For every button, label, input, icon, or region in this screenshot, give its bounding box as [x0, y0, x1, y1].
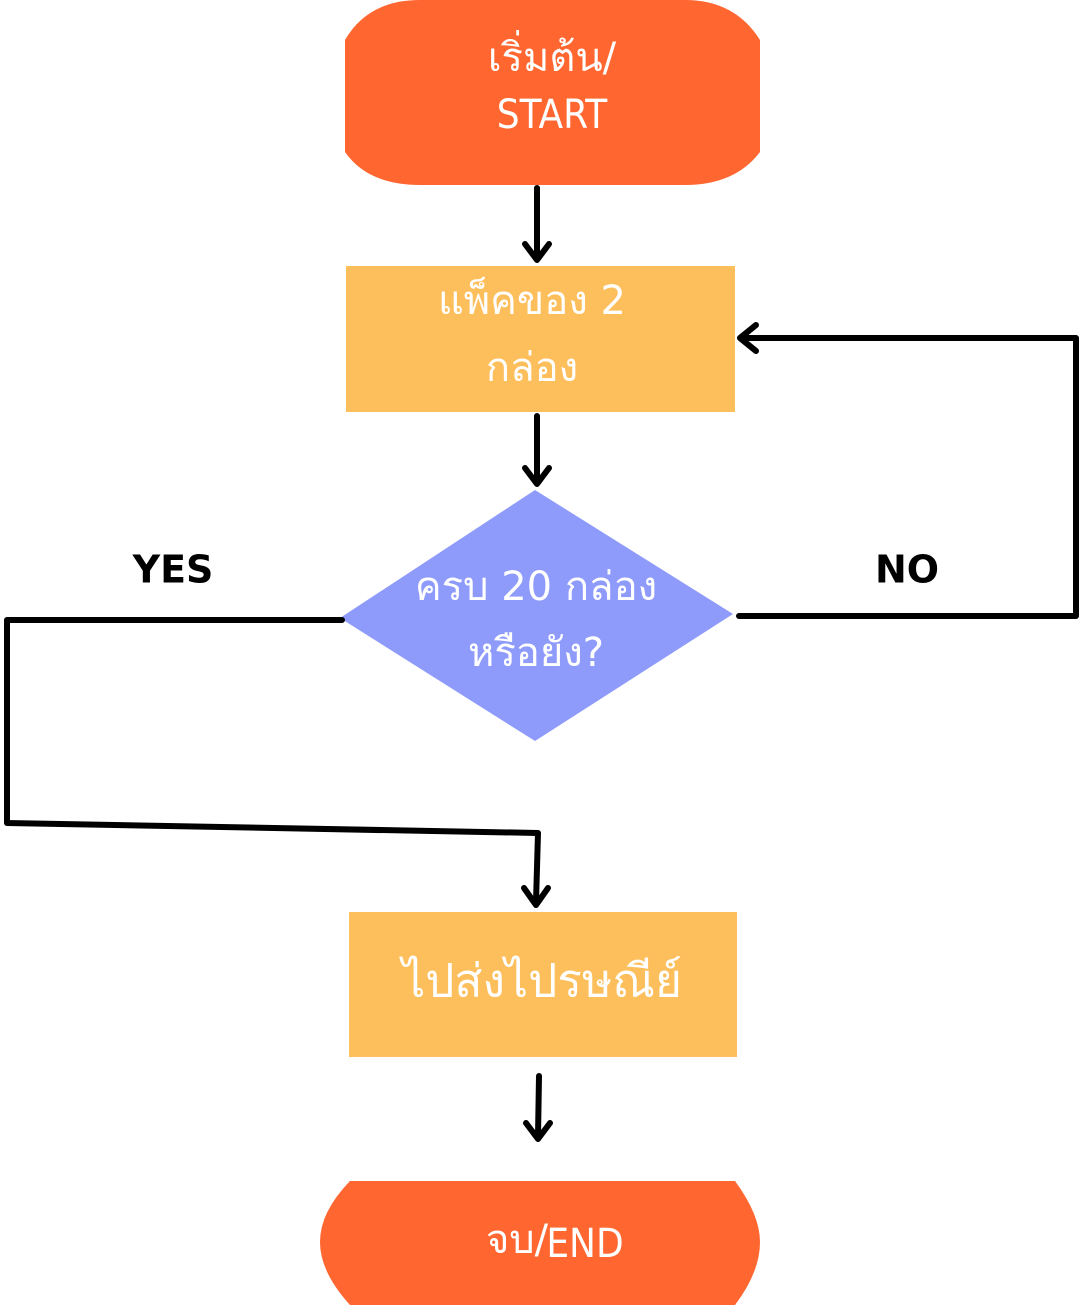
arrow-start-to-pack	[522, 185, 552, 263]
start-node-label-th: เริ่มต้น/	[488, 30, 617, 81]
pack-node-label-line2: กล่อง	[486, 345, 578, 391]
arrow-send-to-end-head	[523, 1120, 553, 1142]
arrow-send-to-end	[523, 1073, 553, 1142]
start-node: เริ่มต้น/ START	[345, 0, 760, 185]
send-node-label: ไปส่งไปรษณีย์	[398, 954, 682, 1008]
arrow-send-to-end-line	[535, 1073, 542, 1139]
edge-no: NO	[736, 322, 1079, 619]
edge-no-arrowhead	[737, 322, 759, 354]
edge-yes-line	[4, 617, 541, 905]
decision-node: ครบ 20 กล่อง หรือยัง?	[340, 490, 733, 741]
decision-node-shape	[340, 490, 733, 741]
arrow-start-to-pack-head	[522, 241, 552, 263]
edge-no-line	[736, 335, 1079, 619]
end-node-label-en: END	[546, 1221, 623, 1267]
edge-yes-arrowhead	[521, 885, 551, 908]
end-node-label-th: จบ/	[486, 1217, 549, 1263]
send-node: ไปส่งไปรษณีย์	[349, 912, 737, 1057]
start-node-shape	[345, 0, 760, 185]
edge-no-label: NO	[875, 548, 939, 592]
pack-node-shape	[346, 266, 735, 412]
decision-node-label-line2: หรือยัง?	[468, 630, 604, 676]
end-node-shape	[320, 1181, 760, 1305]
pack-node-label-line1: แพ็คของ 2	[438, 276, 626, 324]
send-node-shape	[349, 912, 737, 1057]
decision-node-label-line1: ครบ 20 กล่อง	[415, 564, 657, 610]
pack-node: แพ็คของ 2 กล่อง	[346, 266, 735, 412]
edge-yes-label: YES	[132, 548, 214, 592]
end-node: จบ/ END	[320, 1181, 760, 1305]
arrow-pack-to-decision	[522, 413, 552, 487]
start-node-label-en: START	[497, 92, 608, 138]
arrow-pack-to-decision-head	[522, 465, 552, 487]
edge-yes: YES	[4, 548, 551, 908]
